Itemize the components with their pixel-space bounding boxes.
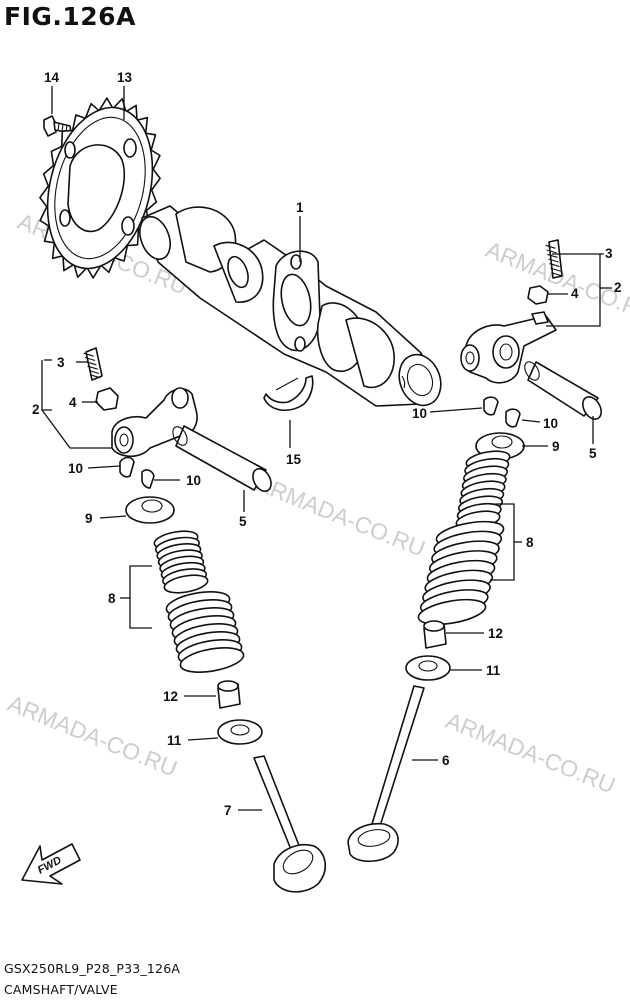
- leader-lines: [41, 86, 612, 811]
- callout-4-right: 4: [571, 286, 579, 301]
- callout-3-left: 3: [57, 355, 65, 370]
- cam-sprocket-part: [39, 97, 161, 279]
- callout-12-left: 12: [163, 689, 178, 704]
- exhaust-valve-part: [347, 685, 425, 863]
- callout-10-right-b: 10: [543, 416, 558, 431]
- callout-14: 14: [44, 70, 60, 85]
- valve-cotter-part: [119, 396, 521, 489]
- camshaft-part: [139, 205, 442, 407]
- callout-8-left: 8: [108, 591, 116, 606]
- thrust-ring-part: [263, 375, 314, 411]
- callout-5-right: 5: [589, 446, 597, 461]
- drawing-subtitle: CAMSHAFT/VALVE: [4, 982, 118, 997]
- callout-10-left-b: 10: [186, 473, 201, 488]
- figure-title: FIG.126A: [4, 2, 136, 31]
- callout-9-left: 9: [85, 511, 93, 526]
- callout-6: 6: [442, 753, 450, 768]
- callout-2-left: 2: [32, 402, 40, 417]
- callout-5-left: 5: [239, 514, 247, 529]
- callout-numbers: 14 13 1 3 4 2 5 10 10 9 8 12 11 6 15 3 4…: [32, 70, 622, 818]
- callout-10-right-a: 10: [412, 406, 427, 421]
- callout-2-right: 2: [614, 280, 622, 295]
- callout-15: 15: [286, 452, 302, 467]
- rocker-arm-right-part: [460, 239, 563, 384]
- callout-7: 7: [224, 803, 232, 818]
- callout-9-right: 9: [552, 439, 560, 454]
- rocker-shaft-right-part: [524, 361, 602, 420]
- forward-direction-arrow-icon: FWD: [21, 843, 81, 885]
- callout-12-right: 12: [488, 626, 503, 641]
- stem-seal-part: [217, 620, 447, 709]
- rocker-arm-left-part: [83, 347, 198, 458]
- callout-10-left-a: 10: [68, 461, 83, 476]
- valve-spring-part: [153, 450, 511, 673]
- callout-3-right: 3: [605, 246, 613, 261]
- callout-8-right: 8: [526, 535, 534, 550]
- callout-11-right: 11: [486, 663, 501, 678]
- spring-seat-part: [217, 655, 451, 745]
- spring-retainer-part: [125, 432, 525, 524]
- sprocket-bolt-part: [43, 115, 72, 137]
- intake-valve-part: [253, 755, 326, 893]
- callout-1: 1: [296, 200, 304, 215]
- drawing-code: GSX250RL9_P28_P33_126A: [4, 961, 181, 976]
- callout-13: 13: [117, 70, 133, 85]
- callout-11-left: 11: [167, 733, 182, 748]
- callout-4-left: 4: [69, 395, 77, 410]
- rocker-shaft-left-part: [172, 425, 272, 493]
